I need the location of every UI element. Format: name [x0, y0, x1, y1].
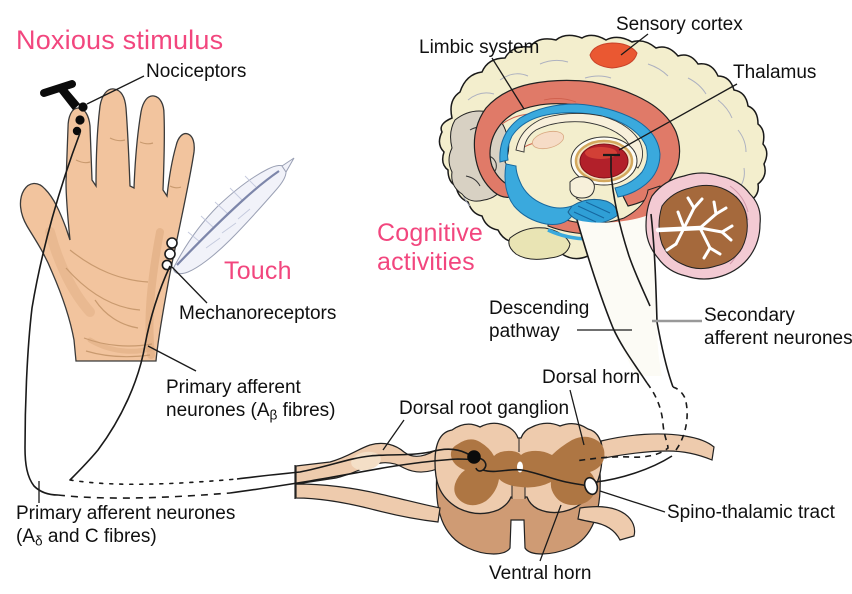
feather-icon: [173, 157, 295, 275]
ventral-root-band: [295, 483, 441, 523]
mechanoreceptor-dots: [161, 237, 178, 271]
spinal-cord-illustration: [294, 422, 715, 555]
ganglion-cell-body: [467, 450, 481, 464]
hand-outline: [19, 88, 195, 362]
fibre-in-nerve-upper: [236, 448, 475, 480]
leader-lines: [38, 33, 738, 562]
label-secondary-afferent: Secondary afferent neurones: [704, 305, 852, 349]
label-primary-afferent-adc: Primary afferent neurones (Aδ and C fibr…: [16, 503, 236, 549]
label-spino-thalamic-tract: Spino-thalamic tract: [667, 502, 835, 523]
label-nociceptors: Nociceptors: [146, 61, 247, 82]
palm-creases: [65, 137, 182, 358]
label-descending-pathway: Descending pathway: [489, 298, 590, 342]
label-dorsal-root-ganglion: Dorsal root ganglion: [399, 398, 570, 419]
label-noxious-stimulus: Noxious stimulus: [16, 25, 224, 55]
leader-primary-ab: [147, 345, 197, 372]
label-limbic-system: Limbic system: [419, 37, 540, 58]
leader-limbic: [491, 57, 525, 110]
label-cognitive-activities: Cognitive activities: [377, 219, 484, 276]
adc-fibre-solid: [24, 132, 81, 496]
septal-peach-region: [531, 130, 565, 150]
hand-shading: [45, 227, 164, 359]
secondary-afferent-dashed: [672, 386, 688, 451]
arbor-vitae: [655, 196, 734, 260]
nociceptor-dots: [72, 102, 88, 136]
spino-thalamic-oval: [583, 476, 599, 496]
ab-fibre-dashed: [69, 478, 238, 486]
leader-dorsal-root-ganglion: [382, 419, 405, 451]
beta-subscript: β: [269, 407, 278, 423]
label-touch: Touch: [224, 257, 292, 285]
brainstem: [577, 214, 662, 376]
label-dorsal-horn: Dorsal horn: [542, 367, 641, 388]
fibre-in-nerve-lower: [229, 458, 473, 494]
leader-ventral-horn: [539, 504, 562, 562]
central-canal: [517, 461, 523, 473]
neural-pathways: [24, 132, 688, 499]
label-mechanoreceptors: Mechanoreceptors: [179, 303, 337, 324]
sensory-cortex-region: [589, 42, 638, 69]
secondary-afferent-solid-lower: [595, 455, 673, 483]
tack-icon: [40, 80, 80, 110]
descending-solid: [576, 219, 648, 384]
leader-thalamus: [618, 83, 738, 151]
thalamic-projection: [610, 156, 651, 307]
adc-fibre-dashed: [57, 492, 231, 499]
label-thalamus: Thalamus: [733, 62, 817, 83]
descending-dashed: [574, 382, 669, 462]
leader-mechanoreceptors: [171, 266, 208, 304]
ventricle-band: [499, 103, 661, 198]
ab-fibre-solid: [69, 265, 171, 481]
brain-illustration: [438, 34, 768, 376]
decussating-fibre: [475, 457, 589, 487]
cerebellum: [645, 172, 761, 280]
leader-nociceptors: [86, 75, 145, 105]
leader-spino-thalamic: [599, 490, 666, 513]
leader-sensory-cortex: [620, 33, 649, 56]
temporal-lobe-region: [508, 227, 571, 260]
dorsal-root-stub-right: [600, 433, 715, 461]
label-primary-afferent-ab: Primary afferent neurones (Aβ fibres): [166, 377, 336, 423]
leader-dorsal-horn: [569, 389, 585, 446]
ventral-root-stub-right: [577, 506, 636, 541]
label-ventral-horn: Ventral horn: [489, 563, 592, 584]
delta-subscript: δ: [35, 533, 43, 549]
hand-illustration: [19, 80, 295, 362]
label-sensory-cortex: Sensory cortex: [616, 14, 743, 35]
